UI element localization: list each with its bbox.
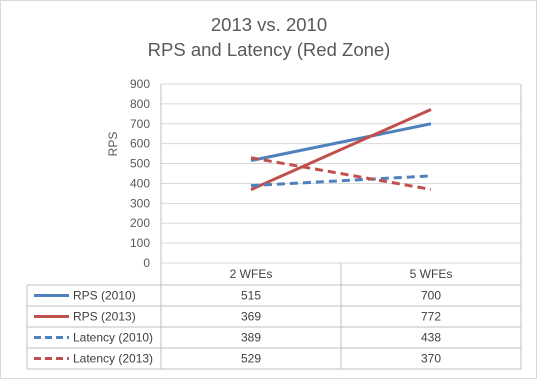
data-value: 529 (241, 352, 261, 366)
data-value: 700 (421, 289, 441, 303)
series-name: Latency (2013) (73, 352, 153, 366)
y-tick-label: 0 (143, 256, 150, 270)
y-tick-label: 600 (130, 137, 150, 151)
y-tick-label: 100 (130, 236, 150, 250)
series-line (250, 156, 432, 191)
y-tick-label: 300 (130, 196, 150, 210)
chart-title: 2013 vs. 2010 (211, 14, 327, 35)
x-category-label: 2 WFEs (230, 267, 273, 281)
y-tick-label: 400 (130, 176, 150, 190)
series-name: Latency (2010) (73, 331, 153, 345)
data-value: 438 (421, 331, 441, 345)
data-value: 772 (421, 310, 441, 324)
series-line (250, 122, 432, 163)
y-tick-label: 200 (130, 216, 150, 230)
data-value: 369 (241, 310, 261, 324)
series-name: RPS (2013) (73, 310, 136, 324)
series-name: RPS (2010) (73, 289, 136, 303)
series-line (250, 174, 432, 188)
y-tick-label: 900 (130, 77, 150, 91)
data-value: 370 (421, 352, 441, 366)
x-category-label: 5 WFEs (410, 267, 453, 281)
y-axis-label: RPS (106, 132, 120, 157)
y-tick-label: 700 (130, 117, 150, 131)
y-tick-label: 500 (130, 157, 150, 171)
data-value: 389 (241, 331, 261, 345)
y-tick-label: 800 (130, 97, 150, 111)
series-line (250, 108, 432, 191)
data-value: 515 (241, 289, 261, 303)
chart-subtitle: RPS and Latency (Red Zone) (148, 39, 391, 60)
